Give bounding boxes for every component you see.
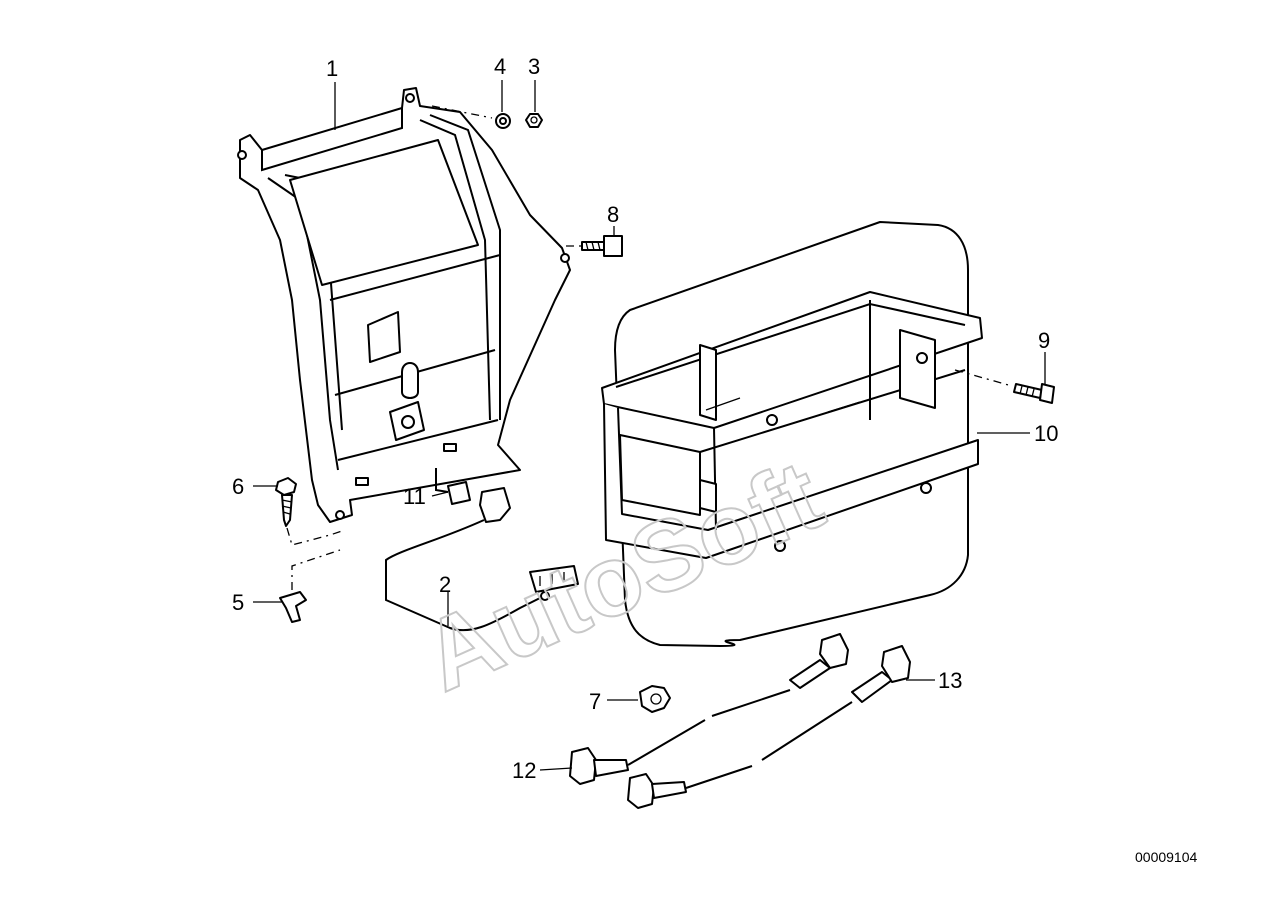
bolt-part-9 [1013, 383, 1055, 404]
callout-1: 1 [326, 56, 338, 81]
screw-part-6 [275, 477, 297, 527]
clip-part-5 [279, 591, 307, 623]
callout-7: 7 [589, 689, 601, 714]
assembly-line-clip-5 [291, 549, 341, 590]
callout-5: 5 [232, 590, 244, 615]
leader-lines [253, 80, 1046, 771]
callout-8: 8 [607, 202, 619, 227]
callout-3: 3 [528, 54, 540, 79]
callout-labels: 1 2 3 4 5 6 7 8 9 10 11 12 13 [232, 54, 1058, 783]
callout-10: 10 [1034, 421, 1058, 446]
document-number: 00009104 [1135, 849, 1198, 865]
battery-tray-part-10 [601, 291, 983, 559]
callout-11: 11 [403, 484, 426, 509]
callout-13: 13 [938, 668, 962, 693]
bolt-part-8 [581, 235, 623, 257]
lead-part-13 [627, 645, 911, 809]
connector-part-11 [435, 468, 511, 523]
callout-4: 4 [494, 54, 506, 79]
bracket-part-1 [237, 87, 571, 523]
washer-part-4 [495, 113, 511, 129]
callout-12: 12 [512, 758, 536, 783]
grommet-part-7 [639, 685, 671, 713]
callout-9: 9 [1038, 328, 1050, 353]
callout-2: 2 [439, 572, 451, 597]
assembly-line-screw-6 [286, 527, 346, 546]
nut-part-3 [525, 113, 543, 128]
callout-6: 6 [232, 474, 244, 499]
lead-part-12 [569, 633, 849, 785]
cable-part-2 [385, 519, 579, 632]
